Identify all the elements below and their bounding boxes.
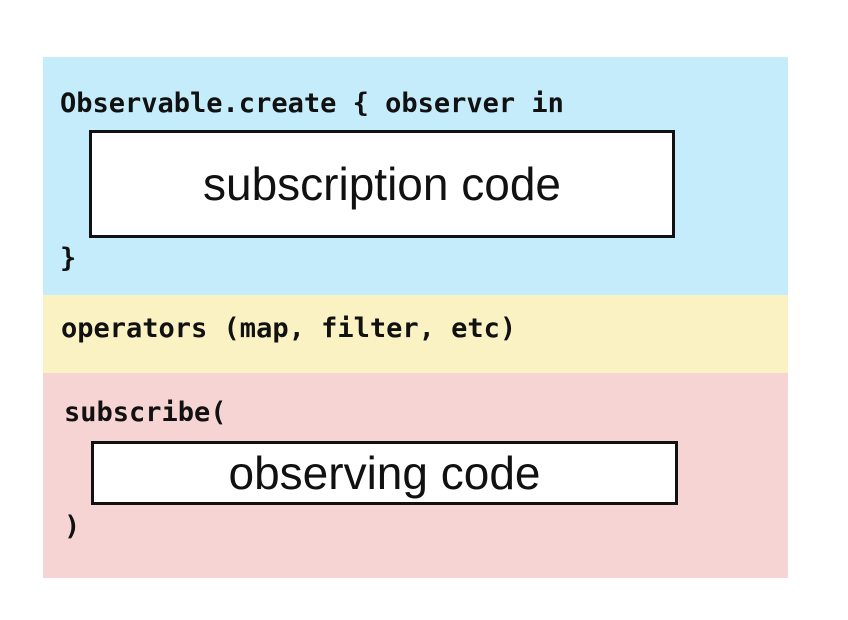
create-closing-brace: } xyxy=(60,243,77,274)
observing-code-label: observing code xyxy=(228,447,541,499)
subscribe-closing-paren: ) xyxy=(64,511,81,542)
observable-create-section: Observable.create { observer in subscrip… xyxy=(43,57,788,295)
subscription-code-label: subscription code xyxy=(203,158,561,210)
subscribe-section: subscribe( observing code ) xyxy=(43,373,788,578)
create-header-code: Observable.create { observer in xyxy=(60,88,564,119)
operators-section: operators (map, filter, etc) xyxy=(43,295,788,373)
observing-code-box: observing code xyxy=(91,441,678,505)
subscription-code-box: subscription code xyxy=(89,130,675,238)
operators-code: operators (map, filter, etc) xyxy=(61,313,517,344)
subscribe-header-code: subscribe( xyxy=(64,397,227,428)
